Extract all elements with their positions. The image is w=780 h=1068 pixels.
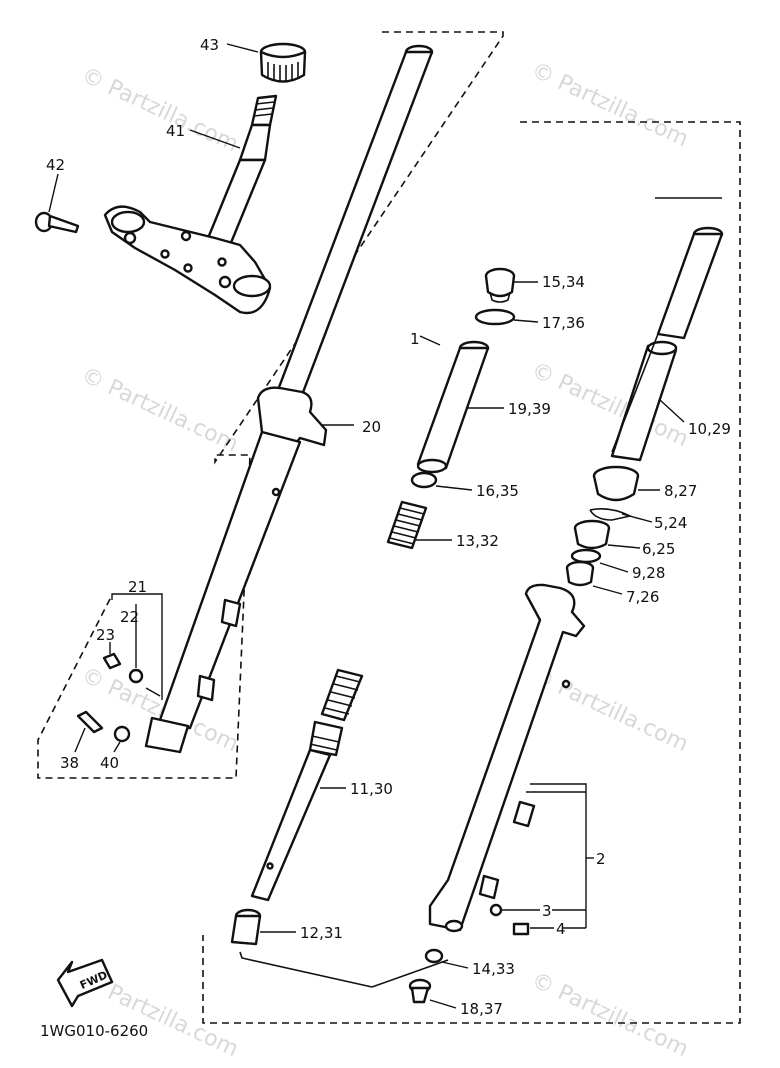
callout-1: 1 [410,330,420,348]
callout-20: 20 [362,418,381,436]
leader-7 [592,585,623,595]
leader-1 [419,335,441,346]
callout-6: 6,25 [642,540,675,558]
callout-10: 10,29 [688,420,731,438]
callout-11: 11,30 [350,780,393,798]
callout-42: 42 [46,156,65,174]
leader-16 [435,485,473,491]
callout-18: 18,37 [460,1000,503,1018]
callout-14: 14,33 [472,960,515,978]
bolt-part-4 [512,922,530,936]
leader-5 [621,513,653,523]
callout-labels: 43 41 42 20 21 22 23 38 40 1 15,34 17,36… [40,36,731,1040]
circlip-part-5 [589,508,633,521]
small-parts-left [76,652,144,743]
leader-38 [74,727,86,753]
ring-nut-part-43 [259,42,307,83]
watermarks: © Partzilla.com © Partzilla.com © Partzi… [77,58,691,1062]
spacer-part-19 [416,340,490,474]
callout-40: 40 [100,754,119,772]
inner-tube-part-10 [610,197,724,462]
leader-14 [441,961,469,969]
leader-43 [226,43,259,53]
watermark: © Partzilla.com [77,363,241,457]
callout-4: 4 [556,920,566,938]
cap-bolt-part-15 [484,267,516,303]
oil-seal-part-6 [573,519,611,550]
watermark: © Partzilla.com [77,63,241,157]
bolt-part-42 [34,211,80,234]
right-assembly-boundary [202,121,741,1024]
steering-stem-part-41 [103,94,278,315]
callout-12: 12,31 [300,924,343,942]
callout-19: 19,39 [508,400,551,418]
callout-13: 13,32 [456,532,499,550]
callout-15: 15,34 [542,273,585,291]
watermark: © Partzilla.com [527,58,691,152]
slide-metal-part-7 [565,560,595,587]
leader-22 [145,687,161,697]
washer-part-3 [489,903,503,917]
left-assembly-boundary [37,31,504,779]
leader-42 [48,173,59,213]
leader-17 [513,319,539,323]
watermark: © Partzilla.com [527,663,691,757]
damper-rod-part-11 [250,720,344,902]
washer-part-16 [410,471,438,489]
bracket-line [371,959,449,988]
leader-40 [113,741,121,753]
leader-6 [607,544,641,549]
callout-7: 7,26 [626,588,659,606]
diagram-code: 1WG010-6260 [40,1022,148,1040]
callout-16: 16,35 [476,482,519,500]
forward-arrow-icon: FWD [56,958,114,1008]
leader-21-group [109,593,163,700]
callout-21: 21 [128,578,147,596]
fork-assembly-part-20 [144,44,434,754]
callout-22: 22 [120,608,139,626]
callout-23: 23 [96,626,115,644]
o-ring-part-17 [474,308,516,326]
callout-17: 17,36 [542,314,585,332]
bracket-line [239,951,373,988]
leader-9 [599,562,629,573]
leader-18 [429,999,457,1009]
bolt-part-18 [408,978,432,1004]
callout-5: 5,24 [654,514,687,532]
callout-8: 8,27 [664,482,697,500]
callout-41: 41 [166,122,185,140]
callout-9: 9,28 [632,564,665,582]
gasket-part-14 [424,948,444,964]
leader-10 [659,399,685,423]
watermark: © Partzilla.com [527,968,691,1062]
leader-41 [189,129,241,149]
leader-2-bracket [552,909,586,929]
callout-2: 2 [596,850,606,868]
outer-tube-part-2 [428,583,586,933]
dust-seal-part-8 [592,465,640,502]
washer-part-9 [570,548,602,564]
oil-lock-piece-part-12 [230,908,262,946]
callout-38: 38 [60,754,79,772]
callout-3: 3 [542,902,552,920]
callout-43: 43 [200,36,219,54]
spring-part-13 [320,500,428,722]
leader-2-group [526,783,587,928]
